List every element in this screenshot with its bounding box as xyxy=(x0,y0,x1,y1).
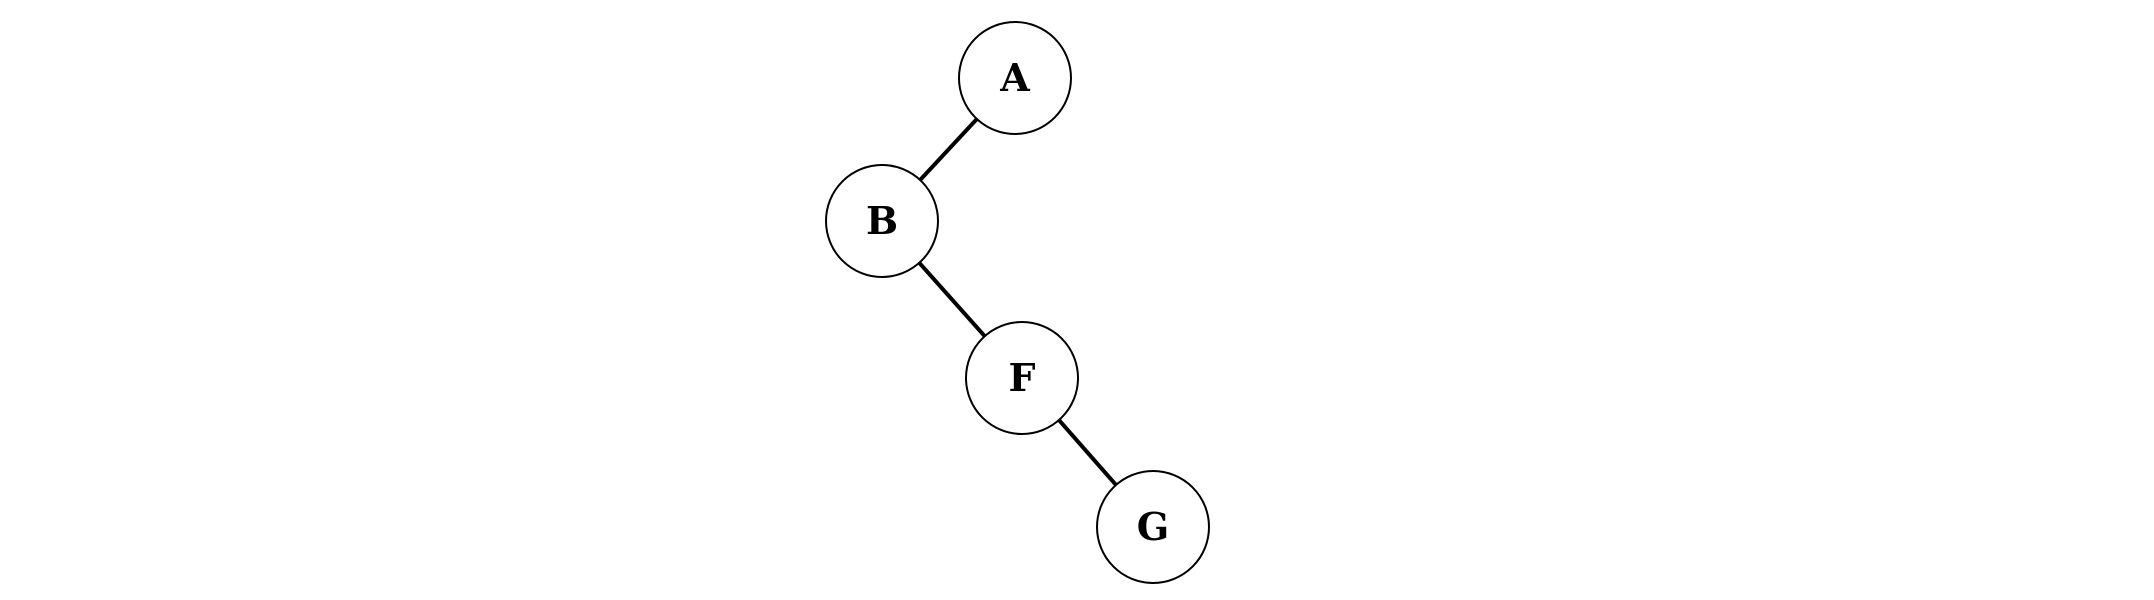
node-label-F: F xyxy=(1009,355,1036,400)
node-label-B: B xyxy=(866,198,898,243)
node-circle-A xyxy=(958,21,1072,135)
node-B: B xyxy=(825,164,939,278)
node-A: A xyxy=(958,21,1072,135)
node-circle-F xyxy=(965,321,1079,435)
edges-layer xyxy=(880,76,1155,529)
node-circle-B xyxy=(825,164,939,278)
node-label-A: A xyxy=(999,55,1030,100)
node-F: F xyxy=(965,321,1079,435)
node-G: G xyxy=(1096,470,1210,584)
node-label-G: G xyxy=(1137,504,1169,549)
nodes-layer: A B F G xyxy=(825,21,1210,584)
node-circle-G xyxy=(1096,470,1210,584)
